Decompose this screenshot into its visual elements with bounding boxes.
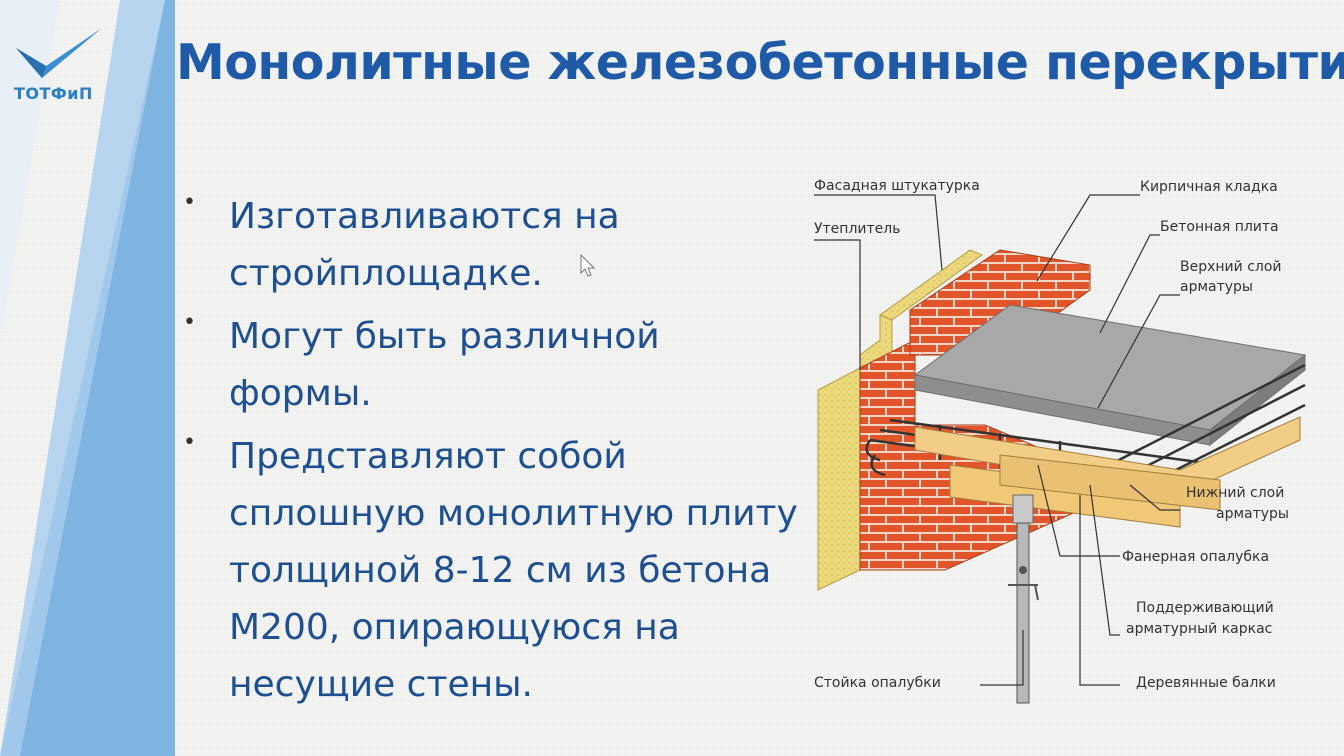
label-formwork-post: Стойка опалубки [814, 675, 941, 691]
side-band [0, 0, 175, 756]
bullet-marker: • [183, 190, 196, 215]
floor-slab-diagram: Фасадная штукатурка Утеплитель Кирпичная… [814, 178, 1307, 704]
bullet-item: • Представляют собой сплошную монолитную… [183, 428, 803, 713]
label-upper-rebar-1: Верхний слой [1180, 259, 1282, 275]
bullet-text: Представляют собой сплошную монолитную п… [229, 436, 798, 705]
label-facade-plaster: Фасадная штукатурка [814, 178, 980, 194]
bullet-marker: • [183, 310, 196, 335]
formwork-post [1008, 494, 1039, 704]
wooden-beams [949, 454, 1221, 528]
label-plywood-formwork: Фанерная опалубка [1122, 549, 1269, 565]
label-support-frame-2: арматурный каркас [1126, 621, 1272, 637]
label-insulation: Утеплитель [814, 221, 900, 237]
bullet-item: • Изготавливаются на стройплощадке. [183, 188, 803, 302]
logo-icon [16, 28, 102, 78]
label-upper-rebar-2: арматуры [1180, 279, 1253, 295]
brick-wall-upper [909, 249, 1091, 356]
label-lower-rebar-2: арматуры [1216, 506, 1289, 522]
insulation-layer [817, 249, 984, 591]
slide-title: Монолитные железобетонные перекрытия [176, 34, 1344, 91]
leader-lines [814, 194, 1180, 686]
label-lower-rebar-1: Нижний слой [1186, 485, 1284, 501]
label-brickwork: Кирпичная кладка [1140, 179, 1278, 195]
bullet-text: Могут быть различной формы. [229, 316, 660, 414]
bullet-item: • Могут быть различной формы. [183, 308, 803, 422]
bullet-marker: • [183, 430, 196, 455]
plywood-formwork [914, 416, 1301, 496]
mouse-cursor-icon [580, 254, 596, 277]
label-wooden-beams: Деревянные балки [1136, 675, 1276, 691]
label-support-frame-1: Поддерживающий [1136, 600, 1274, 616]
logo-text: ТОТФиП [14, 84, 93, 103]
label-concrete-slab: Бетонная плита [1160, 219, 1279, 235]
bullet-list: • Изготавливаются на стройплощадке. • Мо… [183, 188, 803, 719]
bullet-text: Изготавливаются на стройплощадке. [229, 196, 620, 294]
